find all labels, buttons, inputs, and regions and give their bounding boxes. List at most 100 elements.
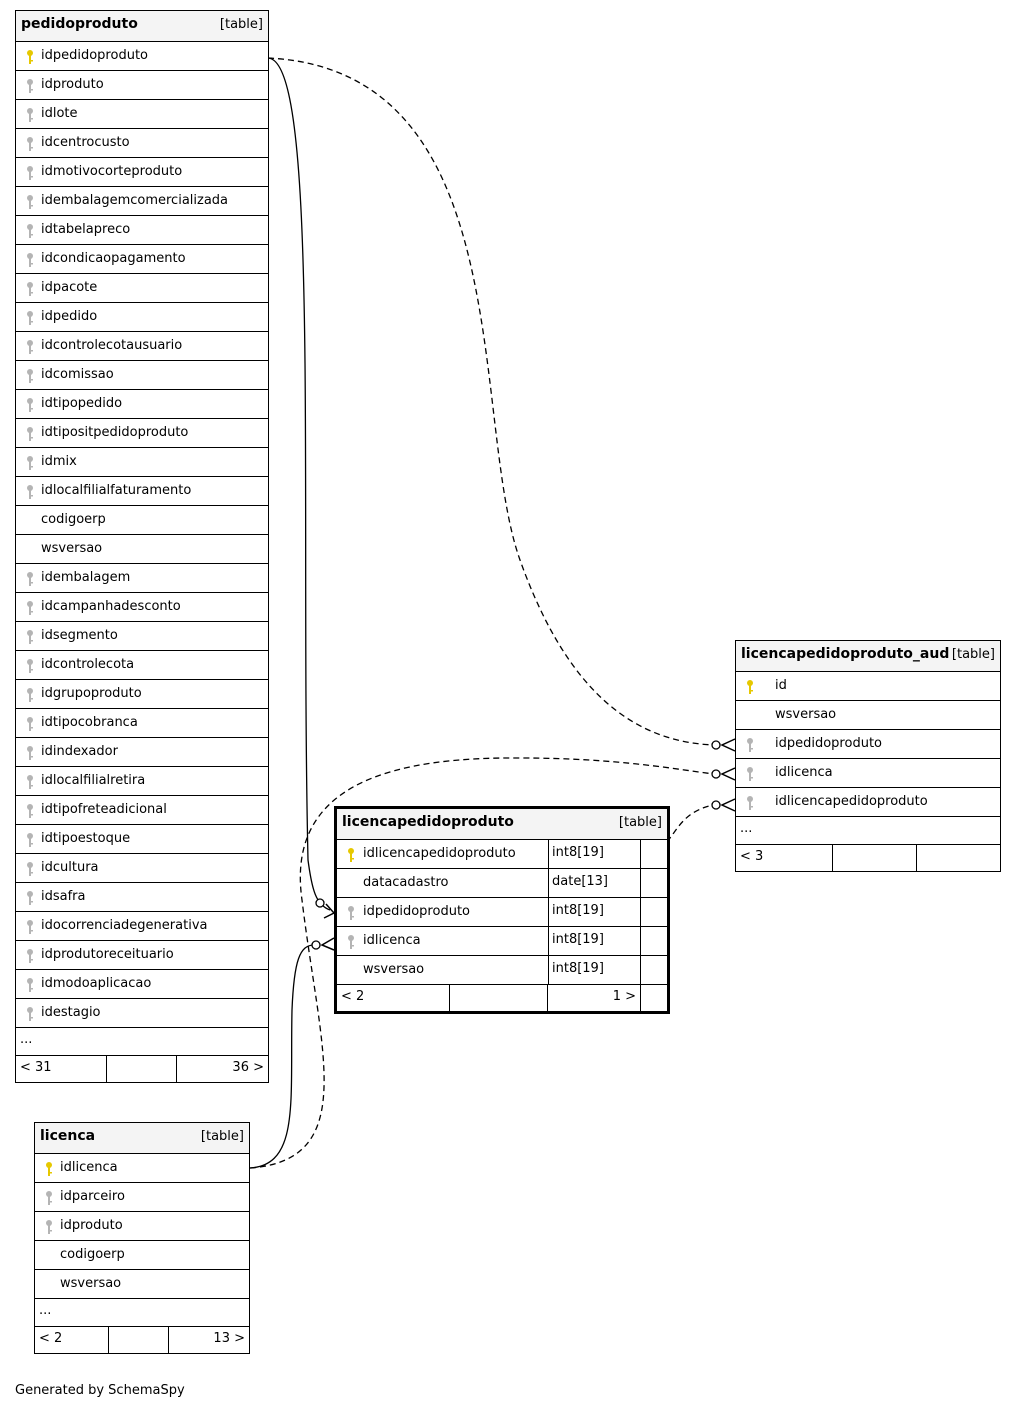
foreign-key-icon	[26, 803, 34, 819]
primary-key-icon	[746, 679, 754, 695]
column-row[interactable]: codigoerp	[35, 1241, 249, 1270]
column-row[interactable]: idprodutoreceituario	[16, 941, 268, 970]
column-row[interactable]: idcomissao	[16, 361, 268, 390]
column-row[interactable]: idlicencapedidoproduto	[736, 788, 1000, 817]
column-row[interactable]: idtipopedido	[16, 390, 268, 419]
column-row[interactable]: idcontrolecotausuario	[16, 332, 268, 361]
column-type: int8[19]	[548, 840, 641, 868]
link-pedidoproduto-licencapedidoproduto	[267, 57, 331, 911]
column-name: idpedido	[41, 309, 98, 324]
column-row[interactable]: idtipofreteadicional	[16, 796, 268, 825]
column-row[interactable]: idtipoestoque	[16, 825, 268, 854]
table-name[interactable]: licencapedidoproduto	[342, 814, 514, 830]
table-name[interactable]: licencapedidoproduto_aud	[741, 646, 950, 662]
table-header: licencapedidoproduto_aud [table]	[736, 641, 1000, 672]
column-row[interactable]: idsegmento	[16, 622, 268, 651]
column-name: idparceiro	[60, 1189, 125, 1204]
parents-cell[interactable]: < 3	[736, 845, 833, 871]
parents-cell[interactable]: < 2	[337, 985, 450, 1011]
column-row[interactable]: idcondicaopagamento	[16, 245, 268, 274]
column-row[interactable]: wsversao	[736, 701, 1000, 730]
foreign-key-icon	[26, 426, 34, 442]
column-row[interactable]: idsafra	[16, 883, 268, 912]
foreign-key-icon	[26, 571, 34, 587]
column-row[interactable]: idpedidoproduto	[16, 42, 268, 71]
column-row[interactable]: idpacote	[16, 274, 268, 303]
children-cell[interactable]: 36 >	[232, 1060, 264, 1075]
column-row[interactable]: idmotivocorteproduto	[16, 158, 268, 187]
children-cell[interactable]: 13 >	[213, 1331, 245, 1346]
parents-cell[interactable]: < 31	[16, 1056, 107, 1082]
table-licencapedidoproduto[interactable]: licencapedidoproduto [table] idlicencape…	[334, 806, 670, 1014]
column-name: idtipocobranca	[41, 715, 138, 730]
column-row[interactable]: idestagio	[16, 999, 268, 1028]
column-row[interactable]: idgrupoproduto	[16, 680, 268, 709]
column-row[interactable]: idpedidoproduto	[736, 730, 1000, 759]
spacer-cell	[833, 845, 917, 871]
foreign-key-icon	[45, 1219, 53, 1235]
more-columns: ...	[35, 1299, 249, 1327]
column-row[interactable]: idindexador	[16, 738, 268, 767]
column-row[interactable]: wsversao	[16, 535, 268, 564]
foreign-key-icon	[26, 397, 34, 413]
column-row[interactable]: idproduto	[35, 1212, 249, 1241]
table-kind: [table]	[200, 1129, 244, 1144]
foreign-key-icon	[26, 658, 34, 674]
column-name: idmodoaplicacao	[41, 976, 152, 991]
column-row[interactable]: idlocalfilialfaturamento	[16, 477, 268, 506]
foreign-key-icon	[26, 629, 34, 645]
column-row[interactable]: idlote	[16, 100, 268, 129]
column-row[interactable]: idcontrolecota	[16, 651, 268, 680]
column-row[interactable]: wsversao	[35, 1270, 249, 1299]
column-row[interactable]: idlocalfilialretira	[16, 767, 268, 796]
more-columns: ...	[16, 1028, 268, 1056]
table-name[interactable]: pedidoproduto	[21, 16, 138, 32]
foreign-key-icon	[26, 832, 34, 848]
column-name: wsversao	[41, 541, 103, 556]
column-row[interactable]: idlicenca	[736, 759, 1000, 788]
column-row[interactable]: idmix	[16, 448, 268, 477]
foreign-key-icon	[746, 737, 754, 753]
spacer-cell	[107, 1056, 177, 1082]
column-row[interactable]: idcampanhadesconto	[16, 593, 268, 622]
column-row[interactable]: idtipocobranca	[16, 709, 268, 738]
column-row[interactable]: idembalagemcomercializada	[16, 187, 268, 216]
foreign-key-icon	[26, 281, 34, 297]
column-name: idocorrenciadegenerativa	[41, 918, 208, 933]
children-cell[interactable]: 1 >	[548, 985, 641, 1011]
column-row[interactable]: idparceiro	[35, 1183, 249, 1212]
column-name: wsversao	[60, 1276, 122, 1291]
column-row[interactable]: id	[736, 672, 1000, 701]
foreign-key-icon	[26, 1006, 34, 1022]
primary-key-icon	[347, 847, 355, 863]
column-name: idcomissao	[41, 367, 114, 382]
column-name: idcultura	[41, 860, 99, 875]
column-row[interactable]: idpedido	[16, 303, 268, 332]
column-row[interactable]: idlicenca	[35, 1154, 249, 1183]
foreign-key-icon	[26, 687, 34, 703]
column-row[interactable]: idcentrocusto	[16, 129, 268, 158]
column-row[interactable]: idtabelapreco	[16, 216, 268, 245]
column-row[interactable]: idmodoaplicacao	[16, 970, 268, 999]
relationship-counts: < 31 36 >	[16, 1056, 268, 1082]
column-row[interactable]: idproduto	[16, 71, 268, 100]
table-name[interactable]: licenca	[40, 1128, 96, 1144]
foreign-key-icon	[26, 107, 34, 123]
column-row[interactable]: idcultura	[16, 854, 268, 883]
parents-cell[interactable]: < 2	[35, 1327, 109, 1353]
table-licenca[interactable]: licenca [table] idlicenca idparceiro idpro…	[34, 1122, 250, 1354]
column-row[interactable]: idembalagem	[16, 564, 268, 593]
column-name: idcontrolecotausuario	[41, 338, 183, 353]
column-row[interactable]: idocorrenciadegenerativa	[16, 912, 268, 941]
column-name: idmix	[41, 454, 77, 469]
column-row[interactable]: idtipositpedidoproduto	[16, 419, 268, 448]
column-row[interactable]: codigoerp	[16, 506, 268, 535]
foreign-key-icon	[746, 766, 754, 782]
